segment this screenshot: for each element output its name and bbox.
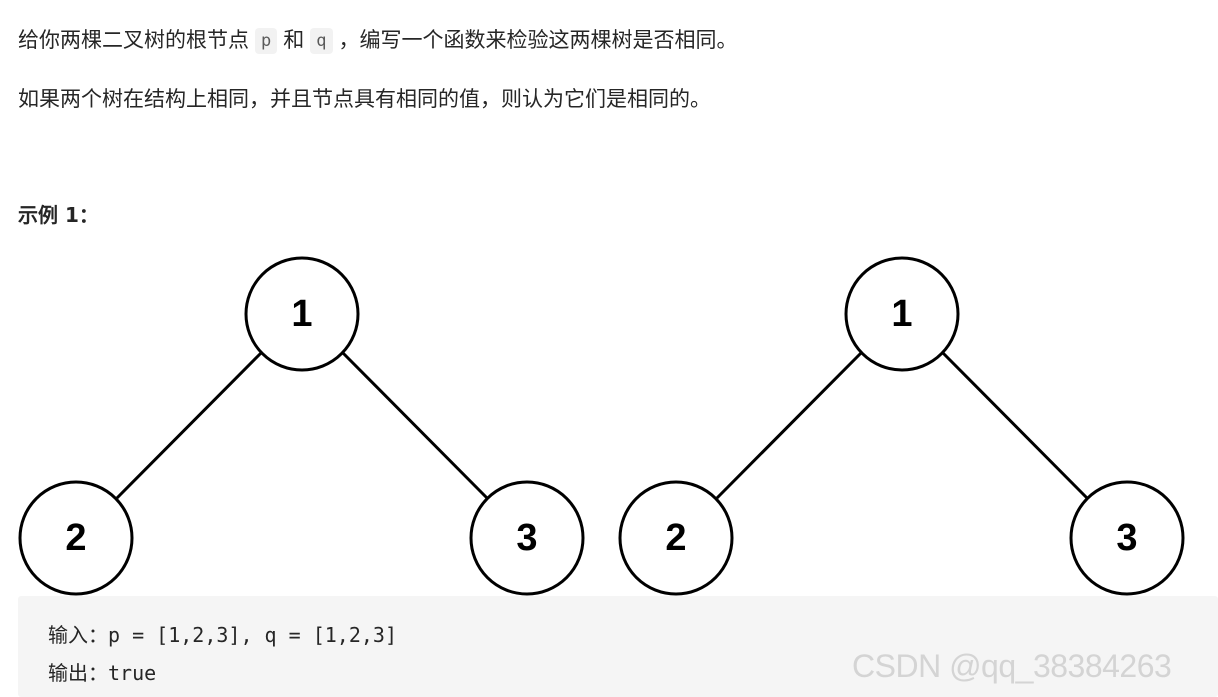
inline-code-p: p [255,28,278,54]
tree-edge [115,351,263,500]
tree-node: 2 [18,480,134,596]
tree-edge [715,351,863,500]
tree-p: 1 2 3 [18,256,585,596]
tree-node: 1 [244,256,360,372]
tree-edge [941,351,1089,500]
example-heading: 示例 1： [18,203,99,227]
example-tree-diagram: 1 2 3 1 2 3 [18,256,1185,596]
tree-node-label: 1 [891,293,912,335]
tree-node-label: 2 [65,517,86,559]
watermark: CSDN @qq_38384263 [852,648,1172,684]
tree-node-label: 3 [1116,517,1137,559]
tree-node-label: 3 [516,517,537,559]
tree-edge [341,351,489,500]
example-code-block: 输入：p = [1,2,3], q = [1,2,3] 输出：true [18,596,1218,697]
description-text: 给你两棵二叉树的根节点 [18,28,249,52]
tree-node-label: 2 [665,517,686,559]
example-output-line: 输出：true [48,661,157,685]
tree-node: 3 [469,480,585,596]
tree-q: 1 2 3 [618,256,1185,596]
description-text: 和 [283,28,305,52]
tree-node: 3 [1069,480,1185,596]
description-text: ，编写一个函数来检验这两棵树是否相同。 [338,28,738,52]
tree-node-label: 1 [291,293,312,335]
tree-node: 1 [844,256,960,372]
problem-description-line-2: 如果两个树在结构上相同，并且节点具有相同的值，则认为它们是相同的。 [18,87,711,111]
example-input-line: 输入：p = [1,2,3], q = [1,2,3] [48,623,397,647]
inline-code-q: q [310,28,333,54]
tree-node: 2 [618,480,734,596]
